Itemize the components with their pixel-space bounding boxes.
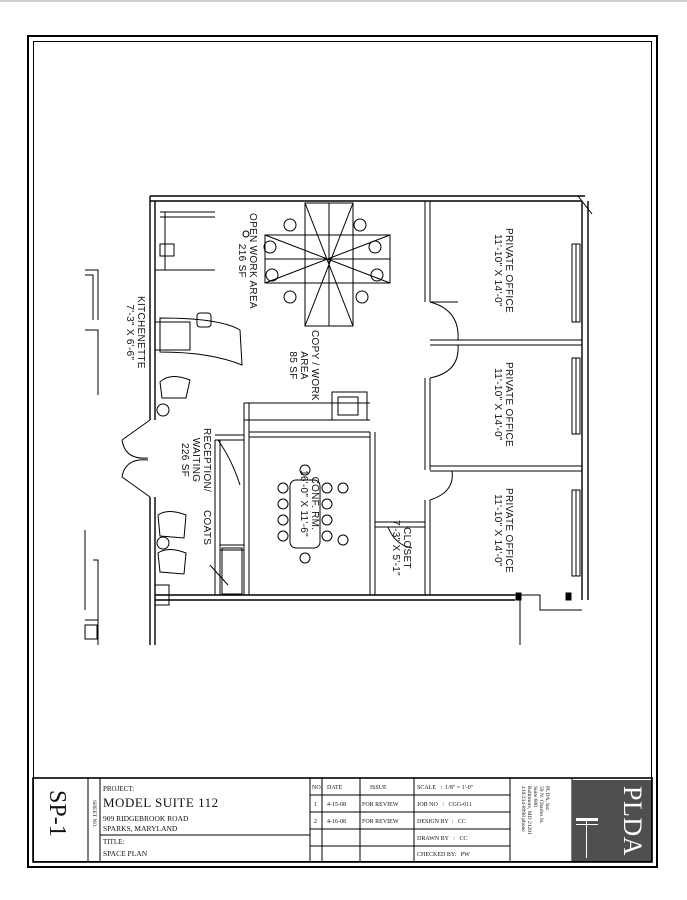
conference-table: [277, 464, 349, 564]
copier: [331, 391, 368, 421]
rev-header-issue: ISSUE: [370, 785, 387, 791]
project-address-1: 909 RIDGEBROOK ROAD: [103, 814, 189, 823]
project-name: MODEL SUITE 112: [103, 795, 219, 810]
entry-doors: [121, 419, 151, 498]
rev-2-issue: FOR REVIEW: [362, 819, 399, 825]
firm-city: Baltimore, MD 21201: [526, 786, 532, 835]
project-address-2: SPARKS, MARYLAND: [103, 824, 178, 833]
sheet-number-label: SHEET NO.: [91, 800, 97, 828]
drawn-by: DRAWN BY : CC: [417, 836, 468, 842]
job-number: JOB NO : CGG-011: [417, 802, 472, 808]
partition-offices: [424, 201, 431, 595]
scale: SCALE : 1/8" = 1'-0": [417, 785, 474, 791]
rev-2-no: 2: [314, 819, 317, 825]
sheet-border-outer: [27, 35, 658, 868]
viewer-top-edge: [0, 0, 687, 2]
sheet-number: SP-1: [44, 790, 70, 837]
firm-logo: [572, 780, 651, 861]
rev-1-no: 1: [314, 802, 317, 808]
rev-1-date: 4-15-08: [327, 802, 346, 808]
exterior-wall-right: [581, 201, 589, 600]
rev-1-issue: FOR REVIEW: [362, 802, 399, 808]
reception-desk: [159, 317, 243, 366]
exterior-wall-left: [149, 196, 156, 645]
firm-phone: 410/234-8998 phone: [520, 786, 526, 832]
exterior-wall-top: [150, 195, 585, 202]
rev-header-no: NO.: [312, 785, 323, 791]
title-label: TITLE:: [103, 838, 125, 846]
checked-by: CHECKED BY: PW: [417, 852, 470, 858]
drawing-title: SPACE PLAN: [103, 849, 148, 858]
rev-2-date: 4-16-08: [327, 819, 346, 825]
workstation-cluster: [263, 202, 391, 327]
firm-address: PLDA, Inc. 59 N. Charles St. Suite 600 B…: [520, 786, 550, 835]
firm-logo-text: PLDA: [618, 786, 647, 856]
project-label: PROJECT:: [103, 785, 135, 793]
firm-name: PLDA, Inc.: [544, 786, 550, 812]
windows-right: [571, 243, 581, 577]
design-by: DESIGN BY : CC: [417, 819, 466, 825]
rev-header-date: DATE: [327, 785, 343, 791]
firm-street: 59 N. Charles St.: [538, 786, 544, 824]
reception-chairs: [156, 376, 191, 575]
